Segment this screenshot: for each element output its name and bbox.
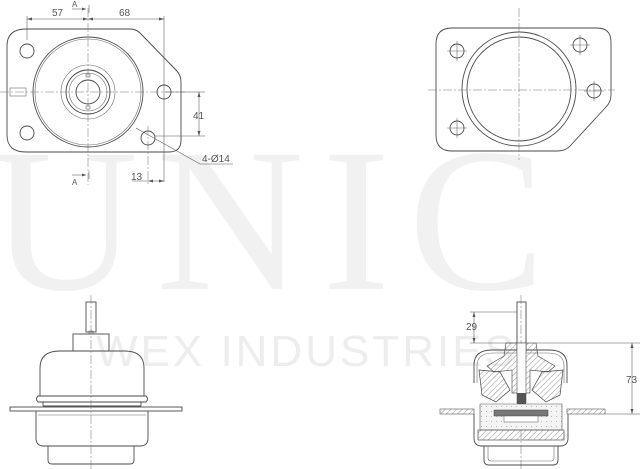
dim-68-label: 68	[119, 8, 131, 19]
section-mark-a-top: A	[72, 0, 78, 9]
bottom-view	[428, 8, 615, 160]
dim-57-label: 57	[52, 8, 64, 19]
watermark-company: WEX INDUSTRIES	[96, 327, 517, 376]
side-view	[9, 295, 183, 469]
dim-13-label: 13	[131, 172, 143, 183]
section-view: 29 73	[439, 295, 640, 469]
section-mounting-plate	[439, 408, 475, 415]
hole-spec-label: 4-Ø14	[202, 154, 230, 165]
bolt-hole-icon	[570, 35, 590, 55]
bolt-hole-icon	[447, 118, 467, 138]
dim-73-label: 73	[626, 375, 638, 386]
section-mark-a-bottom: A	[72, 178, 78, 187]
top-view: 57 68 41 13 4-Ø14 A A	[0, 0, 233, 187]
bolt-hole-icon	[19, 125, 35, 141]
bolt-hole-icon	[19, 43, 35, 59]
bolt-hole-icon	[584, 81, 604, 101]
top-flange-outline	[6, 28, 182, 153]
bolt-hole-icon	[447, 41, 467, 61]
bottom-flange-outline	[435, 27, 612, 152]
mounting-plate	[9, 406, 183, 412]
dim-41-label: 41	[193, 111, 205, 122]
dim-29-label: 29	[466, 322, 478, 333]
